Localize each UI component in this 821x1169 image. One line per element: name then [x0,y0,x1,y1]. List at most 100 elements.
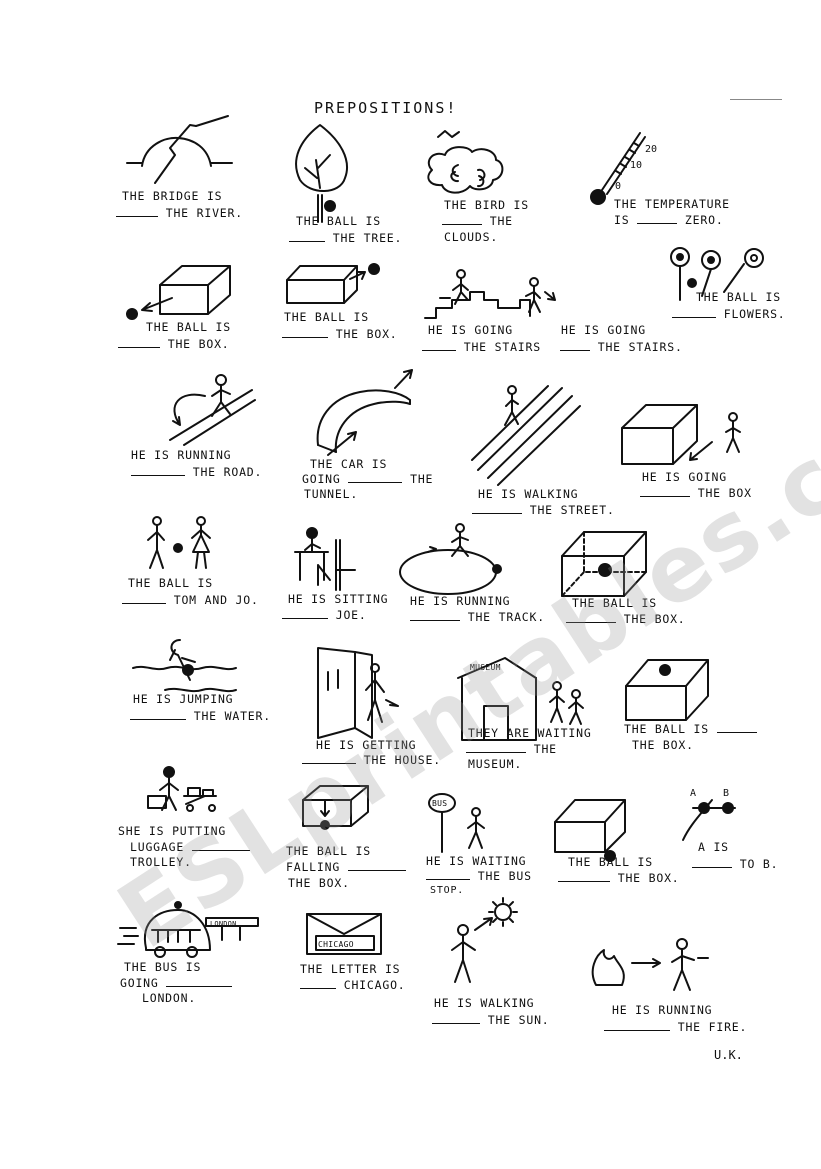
caption-house-line1: HE IS GETTING [316,738,417,752]
caption-box-going-line2: THE BOX [640,486,752,500]
flowers-icon [670,247,764,301]
caption-bus-stop-line1: HE IS WAITING [426,854,527,868]
caption-tunnel-line2: GOING THE [302,472,434,486]
label-b: B [723,788,730,799]
caption-road-line2: THE ROAD. [131,465,262,479]
ball-on-box-icon [625,659,709,721]
walking-sun-icon [451,897,518,983]
bird-cloud-icon [427,130,504,194]
a-b-icon [682,799,736,841]
caption-ball-on-box-line1: THE BALL IS [624,722,757,736]
bridge-icon [126,115,233,184]
caption-ball-box2-line1: THE BALL IS [284,310,369,324]
caption-luggage-line1: SHE IS PUTTING [118,824,227,838]
caption-under-box-line2: THE BOX. [558,871,680,885]
street-walker-icon [471,385,581,486]
museum-icon [457,657,584,741]
caption-joe-line2: JOE. [282,608,367,622]
caption-bird-line3: CLOUDS. [444,230,499,244]
running-track-icon [399,523,502,595]
label-a: A [690,788,697,799]
caption-tunnel-line1: THE CAR IS [310,457,388,471]
caption-track-line1: HE IS RUNNING [410,594,511,608]
stairs-down-icon [511,277,556,317]
caption-under-box-line1: THE BALL IS [568,855,653,869]
caption-bridge-line1: THE BRIDGE IS [122,189,223,203]
caption-a-b-line2: TO B. [692,857,778,871]
caption-ball-box2-line2: THE BOX. [282,327,398,341]
caption-tree-line2: THE TREE. [289,231,402,245]
caption-temperature-line1: THE TEMPERATURE [614,197,730,211]
page-title: PREPOSITIONS! [314,99,458,117]
house-door-icon [317,647,399,739]
caption-sun-line1: HE IS WALKING [434,996,535,1010]
caption-museum-line2: THE [466,742,557,756]
tunnel-icon [316,369,413,456]
falling-ball-box-icon [302,785,369,830]
caption-road-line1: HE IS RUNNING [131,448,232,462]
caption-stairs-down-line2: THE STAIRS. [560,340,683,354]
luggage-trolley-icon [147,766,217,812]
svg-text:10: 10 [630,160,642,171]
london-sign: LONDON [210,920,237,928]
caption-street-line2: THE STREET. [472,503,615,517]
road-runner-icon [169,374,256,446]
bus-icon [117,901,259,958]
box-ball-left-icon [126,265,231,320]
caption-bus-stop-line3: STOP. [430,885,465,896]
caption-ball-box1-line1: THE BALL IS [146,320,231,334]
caption-falling-line3: THE BOX. [288,876,350,890]
caption-ball-on-box-line2: THE BOX. [632,738,694,752]
caption-house-line2: THE HOUSE. [302,753,441,767]
caption-london-line1: THE BUS IS [124,960,202,974]
caption-water-line2: THE WATER. [130,709,271,723]
caption-stairs-down-line1: HE IS GOING [561,323,646,337]
caption-luggage-line2: LUGGAGE [130,840,250,854]
sitting-joe-icon [294,527,356,591]
caption-museum-line1: THEY ARE WAITING [468,726,592,740]
caption-falling-line1: THE BALL IS [286,844,371,858]
caption-ball-in-box-line2: THE BOX. [566,612,686,626]
caption-water-line1: HE IS JUMPING [133,692,234,706]
caption-flowers-line2: FLOWERS. [672,307,786,321]
caption-tom-jo-line1: THE BALL IS [128,576,213,590]
caption-chicago-line2: CHICAGO. [300,978,406,992]
chicago-sign: CHICAGO [318,940,354,949]
stairs-up-icon [424,269,513,319]
caption-luggage-line3: TROLLEY. [130,855,192,869]
caption-fire-line1: HE IS RUNNING [612,1003,713,1017]
caption-stairs-up-line2: THE STAIRS [422,340,541,354]
box-ball-right-icon [286,263,380,304]
caption-tunnel-line3: TUNNEL. [304,487,359,501]
caption-ball-box1-line2: THE BOX. [118,337,230,351]
box-walker-icon [621,404,741,465]
caption-flowers-line1: THE BALL IS [696,290,781,304]
caption-ball-in-box-line1: THE BALL IS [572,596,657,610]
caption-london-line2: GOING [120,976,233,990]
caption-tree-line1: THE BALL IS [296,214,381,228]
caption-bird-line1: THE BIRD IS [444,198,529,212]
caption-london-line3: LONDON. [142,991,197,1005]
fire-runner-icon [591,938,709,991]
caption-museum-line3: MUSEUM. [468,757,523,771]
bus-sign: BUS [432,799,448,808]
bus-stop-icon [428,793,485,853]
caption-joe-line1: HE IS SITTING [288,592,389,606]
caption-bus-stop-line2: THE BUS [426,869,532,883]
svg-text:0: 0 [615,181,621,192]
caption-track-line2: THE TRACK. [410,610,545,624]
box-ball-under-icon [554,799,626,862]
caption-falling-line2: FALLING [286,860,406,874]
ball-in-box-icon [561,531,647,597]
caption-stairs-up-line1: HE IS GOING [428,323,513,337]
envelope-icon [306,913,382,955]
caption-bird-line2: THE [442,214,513,228]
caption-tom-jo-line2: TOM AND JO. [122,593,259,607]
caption-chicago-line1: THE LETTER IS [300,962,401,976]
corner-line [730,99,782,100]
caption-sun-line2: THE SUN. [432,1013,550,1027]
caption-a-b-line1: A IS [698,840,729,854]
caption-bridge-line2: THE RIVER. [116,206,243,220]
